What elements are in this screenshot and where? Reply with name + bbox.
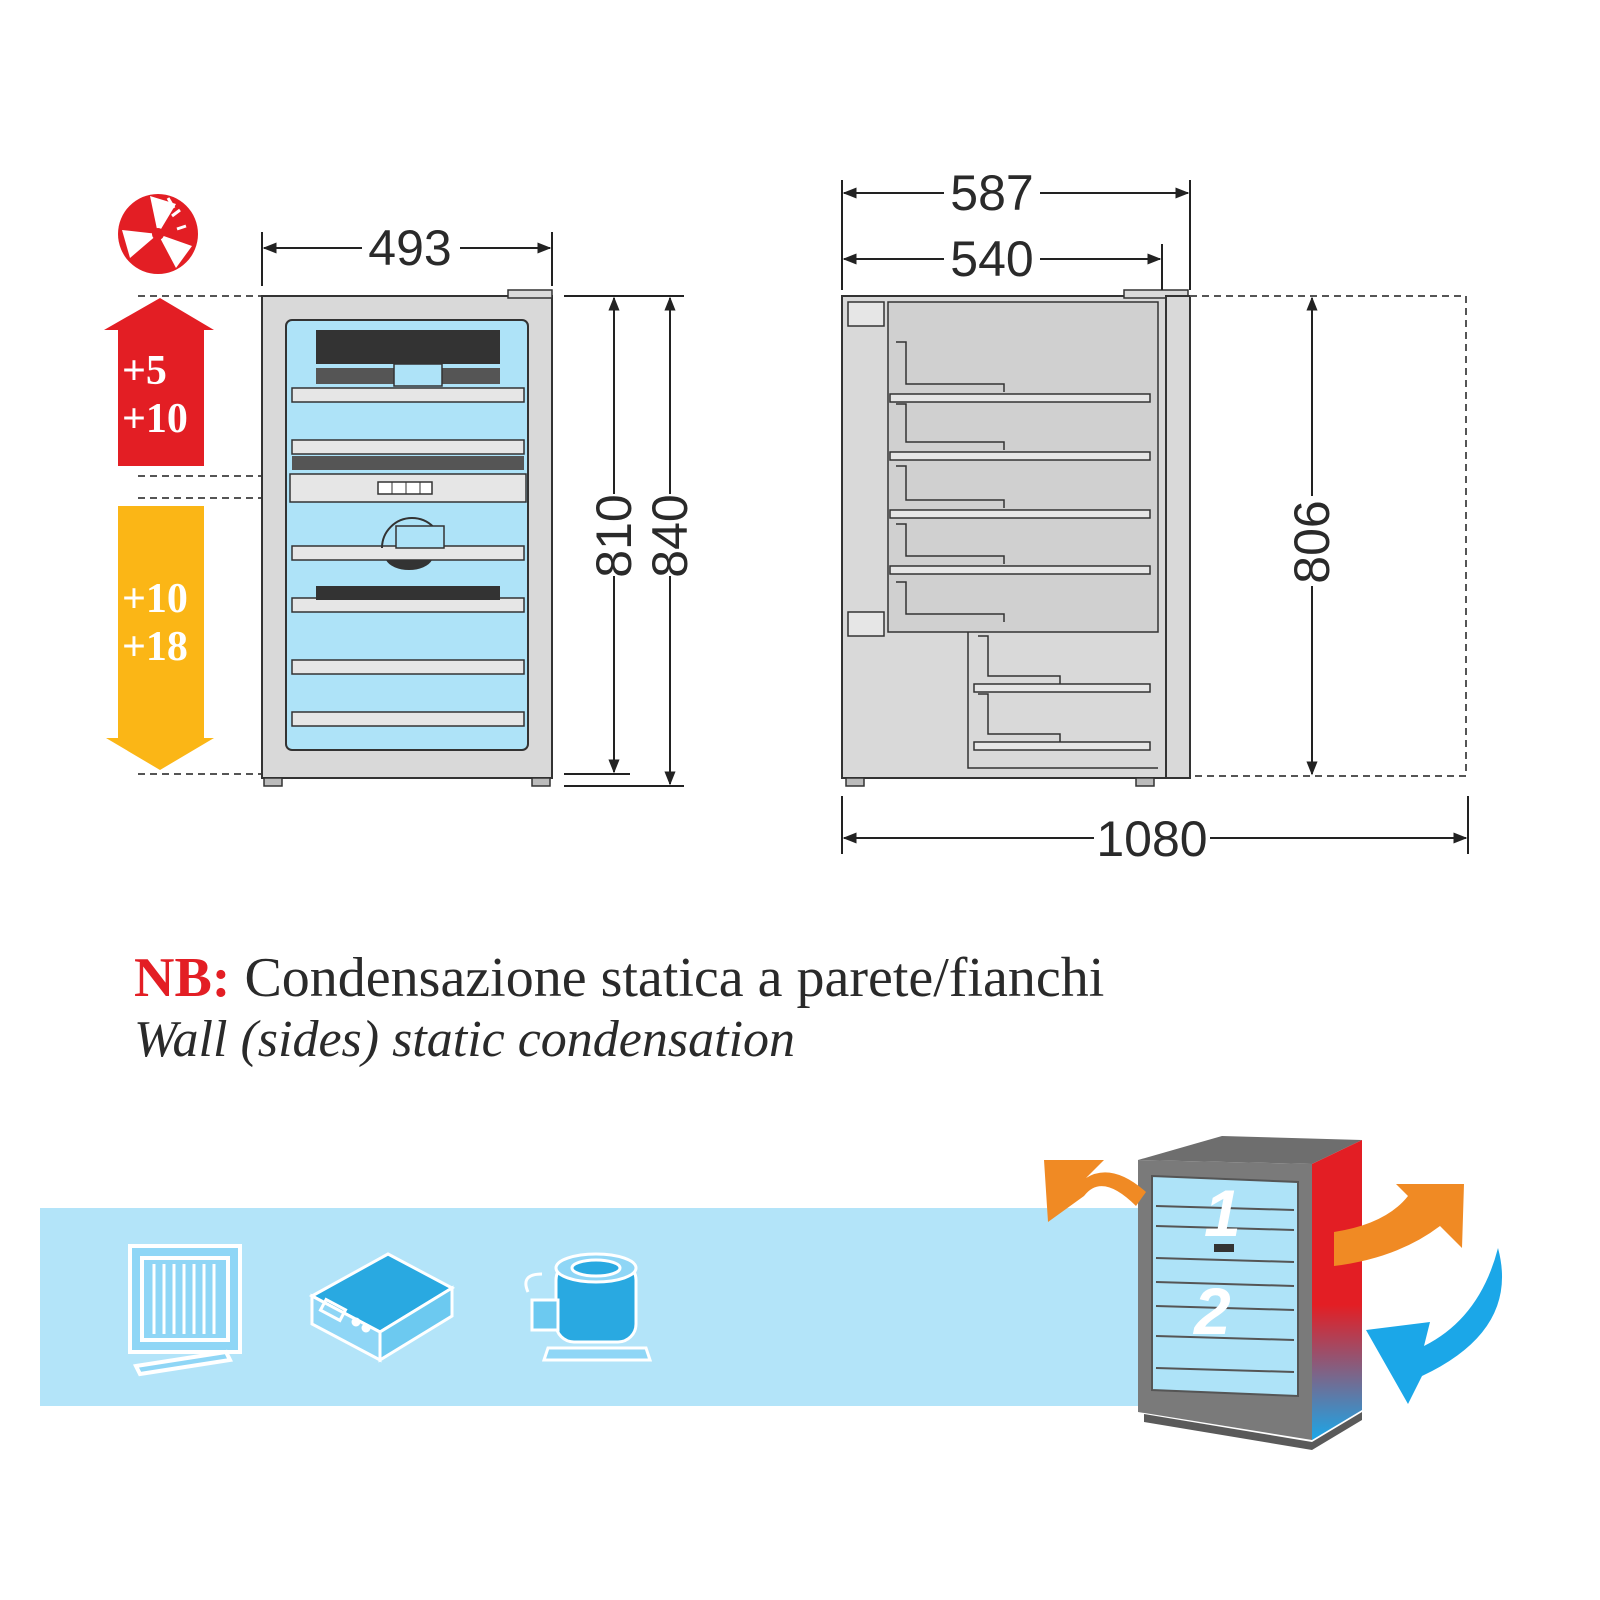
cabinet-zone-1: 1 [1204,1176,1241,1250]
cabinet-3d: 1 2 [1138,1136,1362,1450]
note-italian-text: Condensazione statica a parete/fianchi [244,947,1105,1009]
compressor-icon [524,1252,653,1362]
glass-door-icon [128,1244,242,1377]
airflow-arrow-out-right [1334,1184,1464,1266]
front-height-dimensions [564,295,684,787]
side-view [841,289,1191,787]
side-depth-dimensions [841,180,1191,290]
zone-guide-lines [138,295,262,775]
front-height-total-label: 840 [642,494,698,577]
zone-lower-from: +10 [122,576,188,622]
airflow-arrow-in [1366,1248,1503,1404]
side-depth-inner-label: 540 [950,231,1033,287]
zone-arrow-upper: +5 +10 [104,298,214,466]
zone-upper-from: +5 [122,348,167,394]
front-width-dimension [261,232,553,286]
door-open-depth-dimension [841,796,1469,854]
cabinet-zone-2: 2 [1192,1274,1231,1348]
zone-upper-to: +10 [122,396,188,442]
side-height-label: 806 [1284,500,1340,583]
front-view [261,289,553,787]
fan-icon [118,194,198,274]
front-height-inner-label: 810 [586,494,642,577]
zone-arrow-lower: +10 +18 [106,506,214,770]
front-width-label: 493 [368,220,451,276]
zone-lower-to: +18 [122,624,188,670]
side-depth-label: 587 [950,165,1033,221]
airflow-arrow-out-left [1044,1160,1146,1222]
door-swing-outline [1190,295,1467,777]
note-italian: NB: Condensazione statica a parete/fianc… [134,946,1104,1010]
controller-icon [308,1252,456,1363]
door-open-depth-label: 1080 [1096,811,1207,867]
note-english: Wall (sides) static condensation [134,1011,796,1068]
note-prefix: NB: [134,947,231,1009]
